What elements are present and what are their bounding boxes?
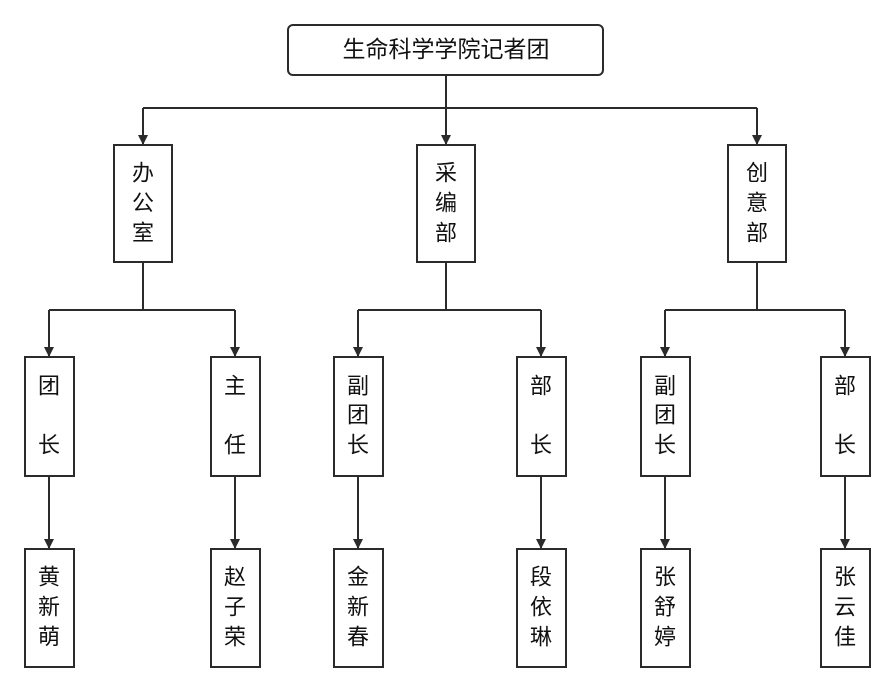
person-name-char: 婷 bbox=[654, 626, 676, 651]
department-node-creative: 创 意 部 bbox=[727, 144, 787, 263]
department-label-char: 创 bbox=[746, 162, 768, 187]
person-name-char: 依 bbox=[530, 596, 552, 621]
role-label-char: 长 bbox=[530, 434, 552, 459]
person-node: 段 依 琳 bbox=[516, 548, 567, 668]
role-label-char: 部 bbox=[530, 375, 552, 400]
department-label-char: 部 bbox=[435, 222, 457, 247]
person-name-char: 段 bbox=[530, 566, 552, 591]
person-name-char: 子 bbox=[224, 596, 246, 621]
root-node-label: 生命科学学院记者团 bbox=[343, 37, 550, 63]
role-node-leader: 团 长 bbox=[24, 356, 75, 477]
role-label-char: 副 bbox=[654, 375, 676, 400]
role-node-deputy-leader-editorial: 副 团 长 bbox=[333, 356, 384, 477]
person-box bbox=[210, 548, 261, 668]
department-label-char: 办 bbox=[132, 162, 154, 187]
person-node: 张 舒 婷 bbox=[640, 548, 691, 668]
person-node: 黄 新 萌 bbox=[24, 548, 75, 668]
role-label-char: 长 bbox=[834, 434, 856, 459]
department-node-editorial: 采 编 部 bbox=[416, 144, 476, 263]
department-label-char: 采 bbox=[435, 162, 457, 187]
person-name-char: 黄 bbox=[38, 566, 60, 591]
role-box bbox=[820, 356, 871, 477]
person-box bbox=[820, 548, 871, 668]
person-name-char: 新 bbox=[38, 596, 60, 621]
role-node-minister-creative: 部 长 bbox=[820, 356, 871, 477]
person-name-char: 春 bbox=[347, 626, 369, 651]
role-label-char: 主 bbox=[224, 375, 246, 400]
role-box bbox=[24, 356, 75, 477]
role-label-char: 长 bbox=[654, 434, 676, 459]
person-name-char: 赵 bbox=[224, 566, 246, 591]
root-node-box bbox=[287, 24, 604, 76]
person-name-char: 金 bbox=[347, 566, 369, 591]
role-label-char: 任 bbox=[224, 434, 246, 459]
department-label-char: 意 bbox=[746, 192, 768, 217]
role-box bbox=[516, 356, 567, 477]
person-name-char: 新 bbox=[347, 596, 369, 621]
role-box bbox=[210, 356, 261, 477]
root-node: 生命科学学院记者团 bbox=[287, 24, 604, 76]
role-label-char: 长 bbox=[38, 434, 60, 459]
role-box bbox=[640, 356, 691, 477]
role-label-char: 长 bbox=[347, 434, 369, 459]
person-box bbox=[24, 548, 75, 668]
role-label-char: 团 bbox=[654, 404, 676, 429]
person-box bbox=[640, 548, 691, 668]
role-label-char: 团 bbox=[38, 375, 60, 400]
person-node: 赵 子 荣 bbox=[210, 548, 261, 668]
person-name-char: 云 bbox=[834, 596, 856, 621]
role-label-char: 团 bbox=[347, 404, 369, 429]
connectors bbox=[44, 75, 850, 549]
department-box bbox=[113, 144, 173, 263]
person-node: 张 云 佳 bbox=[820, 548, 871, 668]
role-label-char: 部 bbox=[834, 375, 856, 400]
person-node: 金 新 春 bbox=[333, 548, 384, 668]
person-name-char: 萌 bbox=[38, 626, 60, 651]
department-label-char: 公 bbox=[132, 192, 154, 217]
person-name-char: 荣 bbox=[224, 626, 246, 651]
role-box bbox=[333, 356, 384, 477]
person-name-char: 张 bbox=[654, 566, 676, 591]
person-name-char: 舒 bbox=[654, 596, 676, 621]
department-box bbox=[416, 144, 476, 263]
role-node-deputy-leader-creative: 副 团 长 bbox=[640, 356, 691, 477]
department-box bbox=[727, 144, 787, 263]
person-name-char: 佳 bbox=[834, 626, 856, 651]
department-node-office: 办 公 室 bbox=[113, 144, 173, 263]
department-label-char: 编 bbox=[435, 192, 457, 217]
department-label-char: 部 bbox=[746, 222, 768, 247]
role-node-director: 主 任 bbox=[210, 356, 261, 477]
person-name-char: 张 bbox=[834, 566, 856, 591]
person-name-char: 琳 bbox=[530, 626, 552, 651]
role-node-minister-editorial: 部 长 bbox=[516, 356, 567, 477]
person-box bbox=[333, 548, 384, 668]
role-label-char: 副 bbox=[347, 375, 369, 400]
person-box bbox=[516, 548, 567, 668]
department-label-char: 室 bbox=[132, 222, 154, 247]
